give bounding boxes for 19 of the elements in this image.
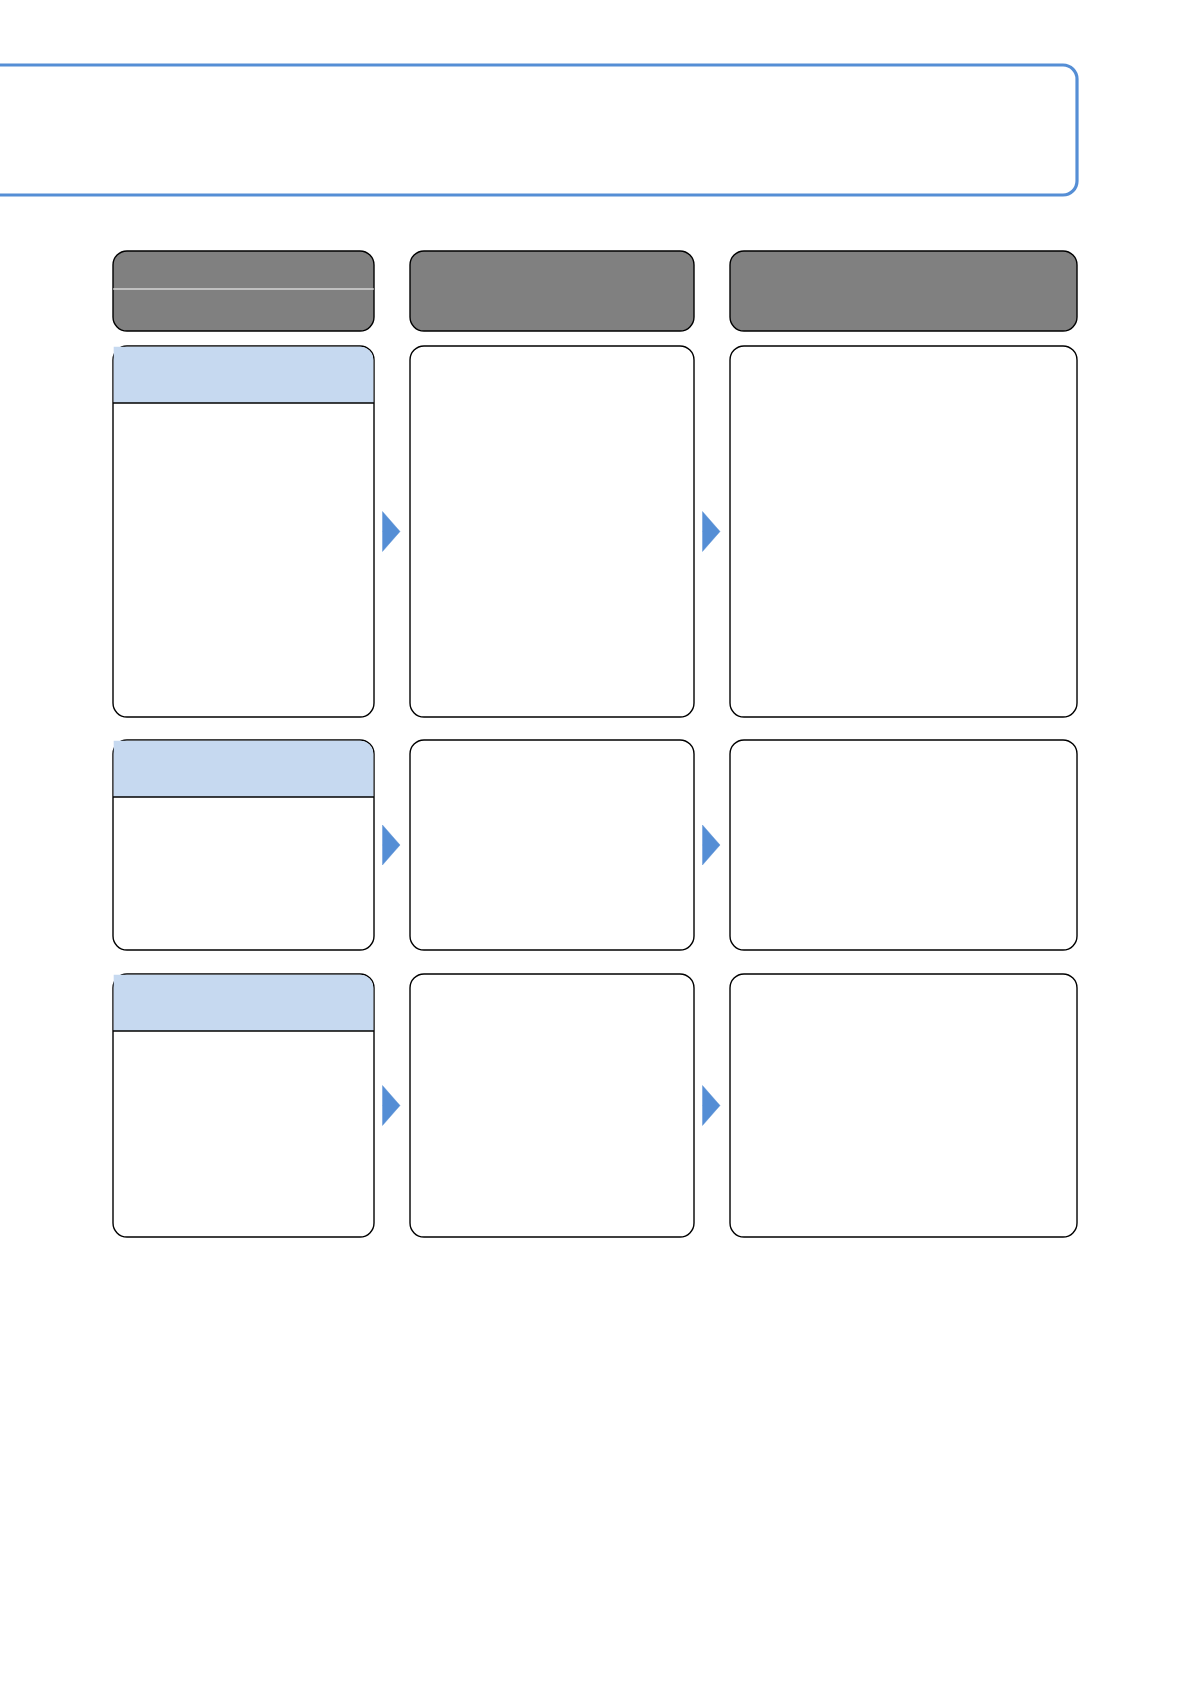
- header-box: [409, 250, 695, 332]
- content-box: [729, 973, 1078, 1238]
- header-box: [112, 250, 375, 332]
- arrow: [382, 1085, 401, 1126]
- content-box: [409, 345, 695, 718]
- arrow: [382, 824, 401, 866]
- content-box: [729, 345, 1078, 718]
- arrow: [382, 511, 401, 552]
- content-box: [729, 739, 1078, 951]
- arrow: [702, 1085, 721, 1126]
- header-box: [729, 250, 1078, 332]
- content-box: [409, 973, 695, 1238]
- content-box: [409, 739, 695, 951]
- banded-box: [112, 739, 375, 951]
- arrow: [702, 824, 721, 866]
- title-banner: [0, 63, 1079, 197]
- banded-box: [112, 973, 375, 1238]
- arrow: [702, 511, 721, 552]
- banded-box: [112, 345, 375, 718]
